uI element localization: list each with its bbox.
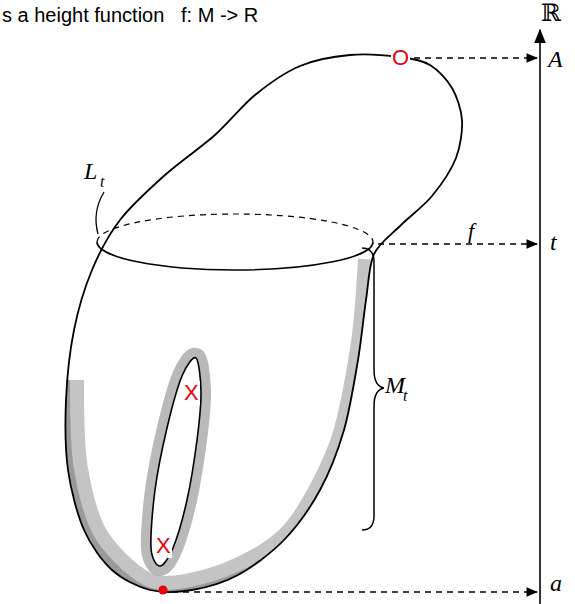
surface-shading [62, 260, 380, 598]
axis-value: A [548, 46, 563, 72]
axis-name: ℝ [541, 0, 561, 26]
level-set-front [97, 242, 373, 270]
hole-shading [151, 358, 201, 566]
shading [62, 260, 380, 598]
subscript: t [100, 173, 104, 191]
level-set-name: L [84, 158, 97, 184]
minimum-point [159, 586, 168, 595]
dashed-projection [172, 591, 537, 592]
function-name: f [468, 219, 474, 243]
dashed-projection [414, 57, 537, 58]
dashed-projection [378, 243, 537, 244]
torus-hole [151, 358, 201, 566]
saddle-point-mark: X [155, 534, 172, 558]
leader-line [96, 192, 104, 234]
saddle-point-mark: X [183, 381, 200, 405]
level-set-back [97, 214, 373, 242]
surface-outline [66, 55, 463, 592]
axis-value: t [550, 229, 557, 255]
brace [362, 248, 384, 530]
axis-value: a [550, 570, 562, 596]
real-axis [539, 30, 541, 604]
critical-point-mark: O [391, 46, 410, 70]
sublevel-set-name: M [384, 372, 406, 398]
subscript: t [403, 387, 407, 405]
shading [62, 260, 380, 598]
title: s a height function f: M -> R [2, 4, 258, 26]
